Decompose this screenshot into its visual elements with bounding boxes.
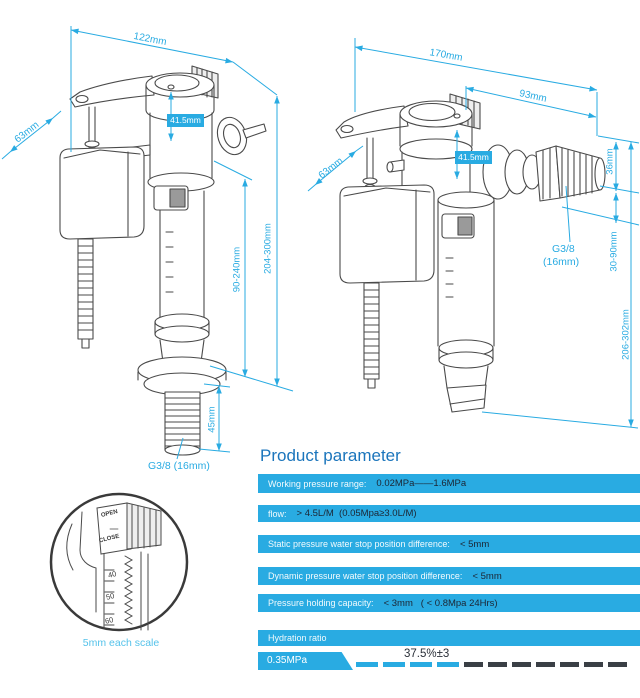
param-row-hydration-ratio: Hydration ratio <box>258 630 640 646</box>
param-row-pressure-holding: Pressure holding capacity: < 3mm ( < 0.8… <box>258 594 640 612</box>
detail-caption: 5mm each scale <box>82 637 160 649</box>
hydration-ratio-value: 37.5%±3 <box>404 648 450 660</box>
left-valve-drawing <box>59 65 267 456</box>
param-label: Pressure holding capacity: <box>268 598 374 608</box>
section-title: Product parameter <box>260 446 401 465</box>
dimension-arrowheads <box>10 28 634 451</box>
dash-segment <box>560 662 579 667</box>
right-inlet-dimension: 36mm <box>604 148 616 175</box>
param-value: < 5mm <box>459 538 490 550</box>
param-value: > 4.5L/M (0.05Mpa≥3.0L/M) <box>296 508 417 519</box>
right-thread-label-line1: G3/8 <box>552 243 575 255</box>
dash-segment <box>608 662 627 667</box>
param-label: Dynamic pressure water stop position dif… <box>268 571 463 581</box>
detail-circle-drawing <box>49 492 189 632</box>
hydration-pressure-badge: 0.35MPa <box>258 652 353 670</box>
param-value: < 5mm <box>472 570 502 582</box>
param-label: Working pressure range: <box>268 478 367 489</box>
right-total-range-dimension: 206-302mm <box>620 309 632 360</box>
left-float-range-dimension: 90-240mm <box>231 246 243 293</box>
dash-segment <box>410 662 432 667</box>
param-row-flow: flow: > 4.5L/M (0.05Mpa≥3.0L/M) <box>258 505 640 522</box>
param-label: Hydration ratio <box>268 633 327 643</box>
left-total-range-dimension: 204-300mm <box>262 223 274 274</box>
dash-segment <box>356 662 378 667</box>
param-row-dynamic-pressure: Dynamic pressure water stop position dif… <box>258 567 640 585</box>
param-label: flow: <box>268 508 287 519</box>
param-row-working-pressure: Working pressure range: 0.02MPa——1.6MPa <box>258 474 640 493</box>
param-value: 0.02MPa——1.6MPa <box>376 478 467 489</box>
dash-segment <box>383 662 405 667</box>
right-thread-label-line2: (16mm) <box>543 256 580 268</box>
dash-segment <box>437 662 459 667</box>
left-shank-dimension: 45mm <box>206 406 218 433</box>
right-valve-drawing <box>335 93 606 413</box>
dash-segment <box>488 662 507 667</box>
hydration-dash-line <box>356 662 632 667</box>
dash-segment <box>584 662 603 667</box>
param-value: < 3mm ( < 0.8Mpa 24Hrs) <box>383 597 498 609</box>
left-cap-dimension-badge: 41.5mm <box>167 114 204 127</box>
right-inlet-range-dimension: 30-90mm <box>608 231 620 272</box>
dash-segment <box>536 662 555 667</box>
param-row-static-pressure: Static pressure water stop position diff… <box>258 535 640 553</box>
param-label: Static pressure water stop position diff… <box>268 539 450 549</box>
dash-segment <box>464 662 483 667</box>
right-cap-dimension-badge: 41.5mm <box>455 151 492 164</box>
dash-segment <box>512 662 531 667</box>
left-thread-label: G3/8 (16mm) <box>148 460 210 472</box>
dimension-lines <box>1 26 640 460</box>
